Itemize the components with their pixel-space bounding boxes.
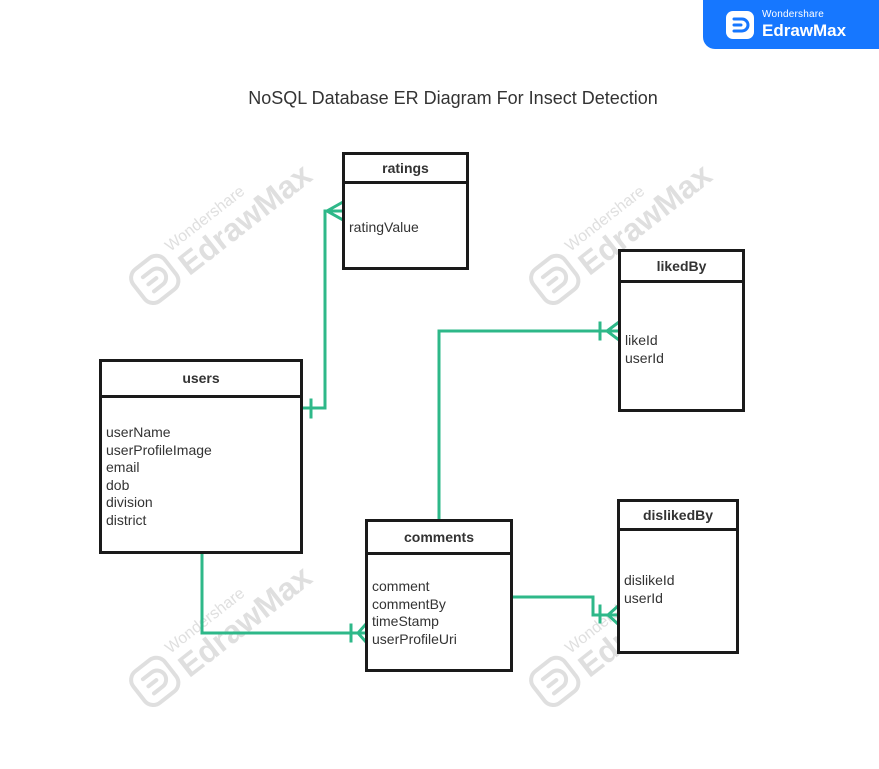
field-userid: userId [624, 589, 663, 606]
entity-comments[interactable]: comments comment commentBy timeStamp use… [365, 519, 513, 672]
field-userprofileimage: userProfileImage [106, 441, 212, 458]
diagram-title: NoSQL Database ER Diagram For Insect Det… [248, 88, 658, 108]
entity-name: comments [368, 522, 510, 555]
field-district: district [106, 511, 147, 528]
field-dislikeid: dislikeId [624, 572, 675, 588]
entity-name: users [102, 362, 300, 398]
cardinality-many-marker [355, 621, 369, 645]
relationship-users-ratings [301, 209, 345, 410]
field-dob: dob [106, 476, 130, 493]
brand-badge[interactable]: Wondershare EdrawMax [703, 0, 879, 49]
cardinality-many-marker [605, 603, 621, 627]
cardinality-many-marker [323, 199, 346, 223]
field-list: likeId userId [621, 283, 742, 367]
brand-vendor-label: Wondershare [762, 9, 825, 20]
entity-dislikedby[interactable]: dislikedBy dislikeId userId [617, 499, 739, 654]
entity-name: dislikedBy [620, 502, 736, 531]
field-list: ratingValue [345, 184, 466, 237]
field-likeid: likeId [625, 332, 658, 348]
field-userid: userId [625, 349, 664, 366]
entity-name: likedBy [621, 252, 742, 283]
field-email: email [106, 459, 140, 475]
relationship-users-comments [200, 552, 368, 635]
entity-name: ratings [345, 155, 466, 184]
cardinality-many-marker [604, 319, 622, 343]
field-username: userName [106, 424, 171, 440]
relationship-comments-likedby [437, 329, 621, 521]
field-timestamp: timeStamp [372, 613, 439, 629]
field-comment: comment [372, 578, 430, 594]
edrawmax-logo-icon [726, 10, 754, 39]
field-ratingvalue: ratingValue [349, 219, 419, 235]
field-commentby: commentBy [372, 595, 446, 612]
entity-users[interactable]: users userName userProfileImage email do… [99, 359, 303, 554]
field-userprofileuri: userProfileUri [372, 630, 457, 647]
field-list: dislikeId userId [620, 531, 736, 607]
relationship-comments-dislikedby [511, 595, 620, 617]
field-division: division [106, 494, 153, 510]
entity-ratings[interactable]: ratings ratingValue [342, 152, 469, 270]
brand-product-label: EdrawMax [762, 21, 847, 40]
field-list: comment commentBy timeStamp userProfileU… [368, 555, 510, 648]
entity-likedby[interactable]: likedBy likeId userId [618, 249, 745, 412]
field-list: userName userProfileImage email dob divi… [102, 398, 300, 529]
